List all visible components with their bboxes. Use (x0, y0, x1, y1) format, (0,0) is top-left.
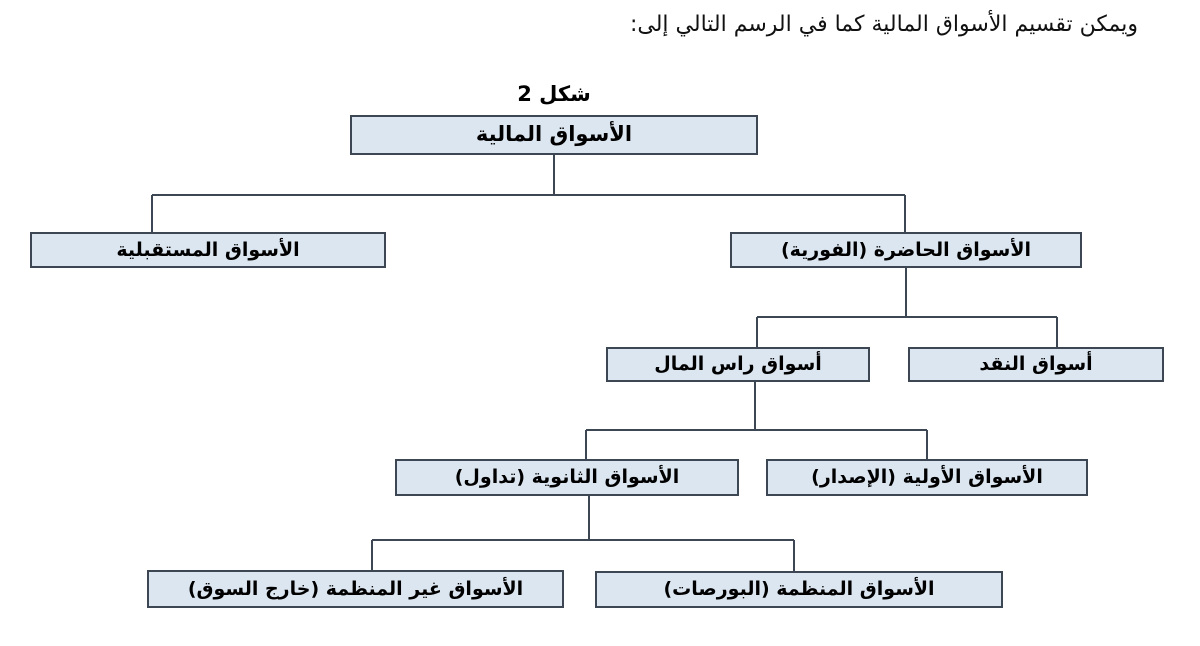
node-spot-markets: الأسواق الحاضرة (الفورية) (730, 232, 1082, 268)
node-money-markets: أسواق النقد (908, 347, 1164, 382)
node-unorganized-markets: الأسواق غير المنظمة (خارج السوق) (147, 570, 564, 608)
figure-caption: شكل 2 (517, 82, 591, 106)
node-financial-markets: الأسواق المالية (350, 115, 758, 155)
intro-text: ويمكن تقسيم الأسواق المالية كما في الرسم… (629, 12, 1138, 37)
node-capital-markets: أسواق راس المال (606, 347, 870, 382)
node-secondary-markets: الأسواق الثانوية (تداول) (395, 459, 739, 496)
node-future-markets: الأسواق المستقبلية (30, 232, 386, 268)
node-organized-markets: الأسواق المنظمة (البورصات) (595, 571, 1003, 608)
node-primary-markets: الأسواق الأولية (الإصدار) (766, 459, 1088, 496)
